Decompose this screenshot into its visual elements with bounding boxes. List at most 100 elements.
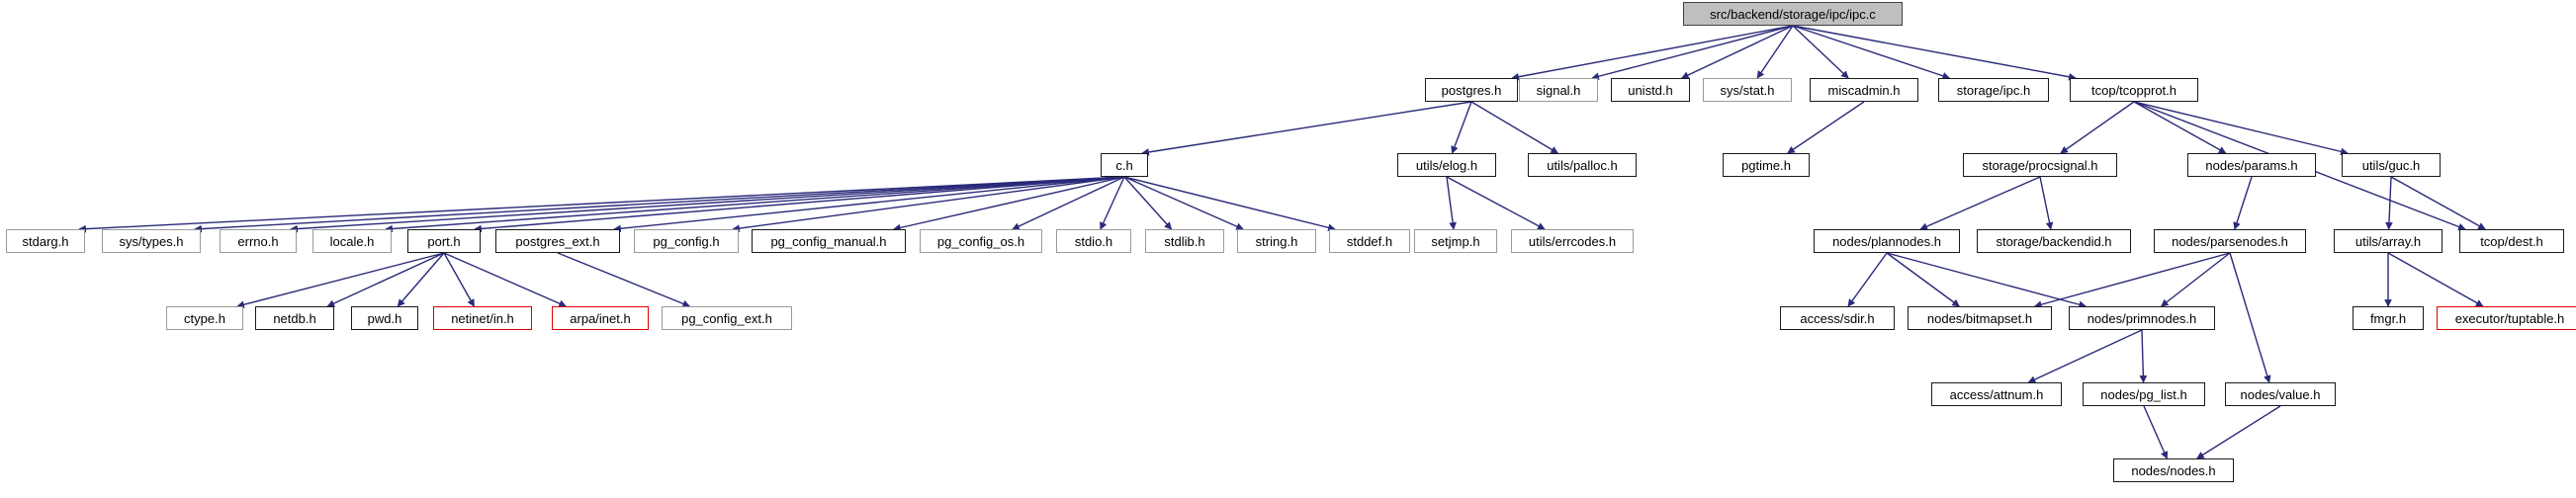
graph-node-pgtime-h[interactable]: pgtime.h bbox=[1723, 153, 1810, 177]
graph-node-label: signal.h bbox=[1536, 82, 1581, 98]
graph-node-label: stdarg.h bbox=[22, 233, 69, 249]
graph-node-plannodes-h[interactable]: nodes/plannodes.h bbox=[1814, 229, 1960, 253]
graph-node-label: src/backend/storage/ipc/ipc.c bbox=[1710, 6, 1876, 22]
graph-node-setjmp-h[interactable]: setjmp.h bbox=[1414, 229, 1497, 253]
graph-node-label: tcop/dest.h bbox=[2480, 233, 2543, 249]
graph-node-locale-h[interactable]: locale.h bbox=[312, 229, 392, 253]
graph-node-postgres-h[interactable]: postgres.h bbox=[1425, 78, 1518, 102]
graph-node-dest-h[interactable]: tcop/dest.h bbox=[2459, 229, 2564, 253]
graph-node-pg-config-man-h[interactable]: pg_config_manual.h bbox=[752, 229, 906, 253]
graph-node-netdb-h[interactable]: netdb.h bbox=[255, 306, 334, 330]
graph-node-bitmapset-h[interactable]: nodes/bitmapset.h bbox=[1908, 306, 2052, 330]
graph-edge bbox=[1792, 25, 2077, 81]
graph-edge bbox=[78, 176, 1125, 233]
graph-edge bbox=[2387, 252, 2484, 307]
graph-edge bbox=[1591, 25, 1794, 80]
graph-node-pg-config-ext-h[interactable]: pg_config_ext.h bbox=[662, 306, 792, 330]
graph-node-guc-h[interactable]: utils/guc.h bbox=[2342, 153, 2441, 177]
graph-node-ctype-h[interactable]: ctype.h bbox=[166, 306, 243, 330]
graph-node-ch[interactable]: c.h bbox=[1101, 153, 1148, 177]
graph-edge bbox=[1847, 252, 1888, 307]
graph-node-array-h[interactable]: utils/array.h bbox=[2334, 229, 2443, 253]
graph-edge bbox=[290, 176, 1125, 233]
graph-node-sdir-h[interactable]: access/sdir.h bbox=[1780, 306, 1895, 330]
graph-node-label: pwd.h bbox=[367, 310, 402, 326]
graph-node-fmgr-h[interactable]: fmgr.h bbox=[2353, 306, 2424, 330]
graph-edge bbox=[1470, 101, 1559, 154]
graph-node-attnum-h[interactable]: access/attnum.h bbox=[1931, 382, 2062, 406]
graph-node-label: nodes/plannodes.h bbox=[1832, 233, 1941, 249]
graph-edge bbox=[1123, 176, 1173, 230]
graph-node-label: pgtime.h bbox=[1741, 157, 1791, 173]
graph-node-palloc-h[interactable]: utils/palloc.h bbox=[1528, 153, 1637, 177]
graph-node-netinet-in-h[interactable]: netinet/in.h bbox=[433, 306, 532, 330]
graph-edge bbox=[443, 252, 567, 307]
graph-edge bbox=[2143, 405, 2169, 459]
graph-edge bbox=[474, 176, 1125, 233]
graph-node-errcodes-h[interactable]: utils/errcodes.h bbox=[1511, 229, 1634, 253]
graph-node-primnodes-h[interactable]: nodes/primnodes.h bbox=[2069, 306, 2215, 330]
graph-node-pg-list-h[interactable]: nodes/pg_list.h bbox=[2083, 382, 2205, 406]
graph-edge bbox=[2027, 329, 2143, 383]
graph-node-label: nodes/pg_list.h bbox=[2100, 386, 2187, 402]
graph-edge bbox=[236, 252, 445, 308]
graph-node-string-h[interactable]: string.h bbox=[1237, 229, 1316, 253]
graph-node-root[interactable]: src/backend/storage/ipc/ipc.c bbox=[1683, 2, 1903, 26]
graph-node-miscadmin-h[interactable]: miscadmin.h bbox=[1810, 78, 1918, 102]
graph-node-stdarg-h[interactable]: stdarg.h bbox=[6, 229, 85, 253]
graph-edge bbox=[1446, 176, 1546, 230]
graph-node-value-h[interactable]: nodes/value.h bbox=[2225, 382, 2336, 406]
graph-node-sysstat-h[interactable]: sys/stat.h bbox=[1703, 78, 1792, 102]
graph-node-stdlib-h[interactable]: stdlib.h bbox=[1145, 229, 1224, 253]
graph-edge bbox=[1886, 252, 2087, 308]
graph-node-errno-h[interactable]: errno.h bbox=[220, 229, 297, 253]
graph-node-postgres-ext-h[interactable]: postgres_ext.h bbox=[495, 229, 620, 253]
graph-node-tcopprot-h[interactable]: tcop/tcopprot.h bbox=[2070, 78, 2198, 102]
graph-edge bbox=[2033, 252, 2231, 308]
graph-edge bbox=[557, 252, 691, 307]
graph-node-label: executor/tuptable.h bbox=[2454, 310, 2565, 326]
graph-node-storipc-h[interactable]: storage/ipc.h bbox=[1938, 78, 2049, 102]
graph-node-label: errno.h bbox=[237, 233, 279, 249]
graph-node-label: stdio.h bbox=[1074, 233, 1113, 249]
graph-edge bbox=[2139, 329, 2148, 383]
graph-node-signal-h[interactable]: signal.h bbox=[1519, 78, 1598, 102]
graph-node-parsenodes-h[interactable]: nodes/parsenodes.h bbox=[2154, 229, 2306, 253]
graph-edge bbox=[194, 176, 1125, 233]
graph-node-unistd-h[interactable]: unistd.h bbox=[1611, 78, 1690, 102]
graph-node-label: port.h bbox=[427, 233, 461, 249]
graph-node-arpa-inet-h[interactable]: arpa/inet.h bbox=[552, 306, 649, 330]
graph-node-nodes-h[interactable]: nodes/nodes.h bbox=[2113, 458, 2234, 482]
graph-edge bbox=[2229, 252, 2271, 383]
graph-edge bbox=[1792, 25, 1849, 79]
graph-node-backendid-h[interactable]: storage/backendid.h bbox=[1977, 229, 2131, 253]
graph-edge bbox=[1141, 101, 1472, 156]
graph-node-systypes-h[interactable]: sys/types.h bbox=[102, 229, 201, 253]
graph-node-label: sys/types.h bbox=[119, 233, 184, 249]
graph-node-pg-config-h[interactable]: pg_config.h bbox=[634, 229, 739, 253]
graph-node-pwd-h[interactable]: pwd.h bbox=[351, 306, 418, 330]
graph-node-label: fmgr.h bbox=[2369, 310, 2407, 326]
graph-edge bbox=[1886, 252, 1960, 307]
graph-node-stdio-h[interactable]: stdio.h bbox=[1056, 229, 1131, 253]
graph-node-label: postgres_ext.h bbox=[515, 233, 600, 249]
graph-node-label: pg_config.h bbox=[653, 233, 720, 249]
graph-edge bbox=[2060, 101, 2135, 154]
graph-node-pg-config-os-h[interactable]: pg_config_os.h bbox=[920, 229, 1042, 253]
graph-node-elog-h[interactable]: utils/elog.h bbox=[1397, 153, 1496, 177]
graph-node-port-h[interactable]: port.h bbox=[407, 229, 481, 253]
graph-edge bbox=[1100, 176, 1125, 230]
graph-node-procsignal-h[interactable]: storage/procsignal.h bbox=[1963, 153, 2117, 177]
graph-node-label: utils/palloc.h bbox=[1547, 157, 1618, 173]
graph-edge bbox=[2133, 101, 2349, 156]
graph-node-tuptable-h[interactable]: executor/tuptable.h bbox=[2437, 306, 2576, 330]
graph-node-label: nodes/primnodes.h bbox=[2087, 310, 2197, 326]
graph-node-label: utils/guc.h bbox=[2361, 157, 2421, 173]
graph-node-label: utils/errcodes.h bbox=[1528, 233, 1617, 249]
graph-node-stddef-h[interactable]: stddef.h bbox=[1329, 229, 1410, 253]
graph-edge bbox=[1446, 176, 1457, 230]
graph-node-label: miscadmin.h bbox=[1827, 82, 1901, 98]
graph-node-params-h[interactable]: nodes/params.h bbox=[2187, 153, 2316, 177]
graph-node-label: arpa/inet.h bbox=[570, 310, 631, 326]
